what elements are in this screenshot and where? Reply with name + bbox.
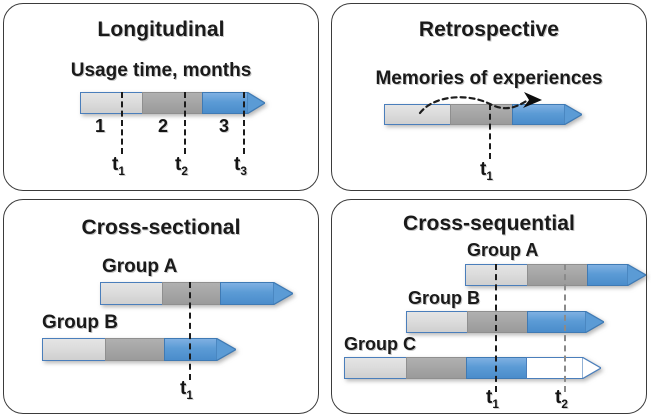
bar-group-a (465, 264, 646, 286)
bar-group-c (344, 357, 601, 379)
segment-blue (527, 311, 585, 333)
segment-gray (467, 311, 527, 333)
time-label-t3: t3 (234, 154, 247, 178)
panel-cross-sequential: Cross-sequential Group A Group B Gr (331, 199, 647, 414)
time-marker-t1 (121, 92, 123, 154)
time-label-t2: t2 (175, 154, 188, 178)
segment-light (406, 311, 467, 333)
segment-light (80, 92, 142, 114)
segment-gray (406, 357, 466, 379)
segment-light (344, 357, 406, 379)
panel-title-cross-sectional: Cross-sectional (81, 216, 241, 239)
panel-retrospective: Retrospective Memories of experiences t1 (331, 3, 647, 191)
group-label-b: Group B (42, 312, 118, 333)
time-label-t1: t1 (480, 159, 493, 183)
segment-gray (450, 104, 512, 125)
segment-blue (587, 264, 627, 286)
group-label-a: Group A (102, 256, 178, 277)
caption-usage-time: Usage time, months (70, 60, 252, 81)
segment-light (42, 338, 105, 361)
arrow-tip-icon (564, 104, 582, 125)
arrow-tip-icon (627, 264, 646, 286)
time-marker-t1 (189, 282, 191, 380)
group-label-b: Group B (408, 288, 480, 308)
month-label-2: 2 (158, 116, 169, 136)
arrow-tip-icon (273, 282, 293, 305)
segment-blue (512, 104, 564, 125)
month-label-3: 3 (219, 116, 230, 136)
time-label-t2: t2 (555, 387, 568, 411)
time-marker-t3 (243, 92, 245, 154)
arrow-tip-icon (582, 357, 601, 379)
segment-light (384, 104, 450, 125)
panel-longitudinal: Longitudinal Usage time, months 1 2 3 t1… (3, 3, 319, 191)
bar-group-a (100, 282, 293, 305)
panel-title-cross-sequential: Cross-sequential (403, 212, 575, 235)
segment-white (526, 357, 582, 379)
bar-longitudinal-timeline (80, 92, 265, 114)
arrow-tip-icon (585, 311, 604, 333)
time-marker-t1 (489, 104, 491, 159)
time-label-t1: t1 (180, 378, 193, 402)
group-label-c: Group C (344, 334, 416, 354)
arrow-tip-icon (216, 338, 236, 361)
arrow-tip-icon (247, 92, 265, 114)
panel-title-retrospective: Retrospective (418, 18, 560, 41)
time-marker-t1 (495, 264, 497, 392)
month-label-1: 1 (95, 116, 106, 136)
time-marker-t2 (184, 92, 186, 154)
curved-memory-arrow-icon (416, 91, 551, 117)
bar-retrospective-timeline (384, 104, 582, 125)
time-label-t1: t1 (112, 154, 125, 178)
segment-gray (527, 264, 587, 286)
segment-blue (220, 282, 273, 305)
caption-memories: Memories of experiences (375, 68, 603, 89)
segment-gray (142, 92, 202, 114)
segment-gray (105, 338, 164, 361)
bar-group-b (42, 338, 236, 361)
panel-cross-sectional: Cross-sectional Group A Group B (3, 199, 319, 414)
panel-title-longitudinal: Longitudinal (97, 18, 225, 41)
segment-blue (202, 92, 247, 114)
segment-gray (162, 282, 220, 305)
time-marker-t2 (564, 264, 566, 392)
time-label-t1: t1 (486, 387, 499, 411)
segment-light (100, 282, 162, 305)
bar-group-b (406, 311, 604, 333)
group-label-a: Group A (467, 240, 539, 260)
